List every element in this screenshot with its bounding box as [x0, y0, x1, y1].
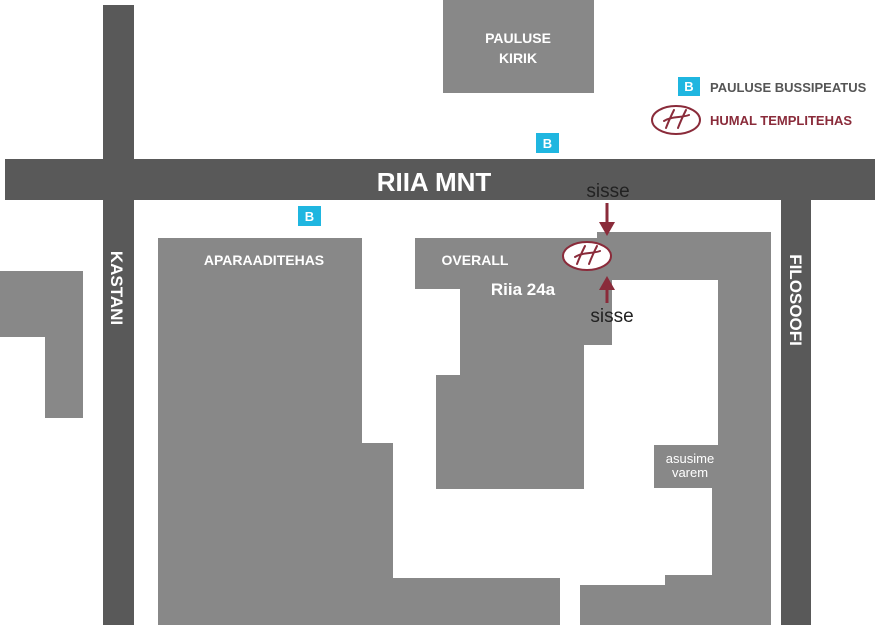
building-west	[0, 271, 83, 418]
label-pauluse: PAULUSE	[485, 30, 551, 46]
bus-stop-icon[interactable]: B	[298, 206, 321, 226]
entrance-arrow-up	[599, 276, 615, 303]
road-label-kastani: KASTANI	[107, 251, 126, 325]
label-overall: OVERALL	[442, 252, 509, 268]
entrance-label-bottom: sisse	[590, 306, 633, 327]
label-address: Riia 24a	[491, 280, 556, 299]
svg-text:B: B	[543, 136, 552, 151]
label-asusime: asusime	[666, 451, 714, 466]
entrance-arrow-down	[599, 203, 615, 236]
svg-text:B: B	[684, 79, 693, 94]
label-varem: varem	[672, 465, 708, 480]
legend-brand-label: HUMAL TEMPLITEHAS	[710, 113, 852, 128]
road-label-filosoofi: FILOSOOFI	[786, 254, 805, 346]
buildings	[0, 0, 771, 625]
svg-text:B: B	[305, 209, 314, 224]
road-filosoofi	[781, 200, 811, 625]
legend-humal-logo-icon	[651, 105, 701, 135]
entrance-label-top: sisse	[586, 181, 629, 202]
road-kastani	[103, 5, 134, 625]
label-aparaaditehas: APARAADITEHAS	[204, 252, 324, 268]
legend: B PAULUSE BUSSIPEATUS HUMAL TEMPLITEHAS	[651, 77, 867, 135]
building-aparaaditehas	[158, 238, 560, 625]
building-riia-24a	[415, 232, 771, 625]
legend-bus-label: PAULUSE BUSSIPEATUS	[710, 80, 867, 95]
building-pauluse-kirik	[443, 0, 594, 93]
legend-bus-stop-icon: B	[678, 77, 700, 96]
roads	[5, 5, 875, 625]
bus-stop-icon[interactable]: B	[536, 133, 559, 153]
humal-logo-icon[interactable]	[562, 241, 612, 271]
road-riia-mnt	[5, 159, 875, 200]
road-label-riia-mnt: RIIA MNT	[377, 167, 492, 197]
label-kirik: KIRIK	[499, 50, 537, 66]
